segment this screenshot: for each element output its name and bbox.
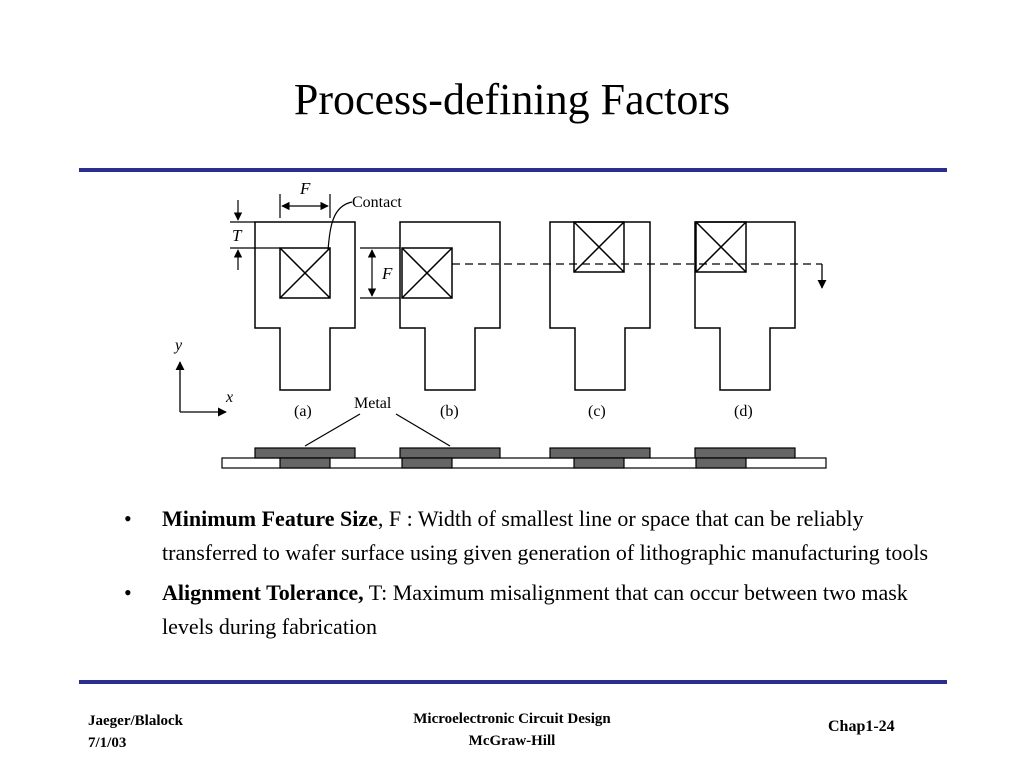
footer-publisher: McGraw-Hill [468, 733, 556, 749]
bullet-text: T: Maximum misalignment that can occur b… [162, 580, 908, 639]
axis-y-label: y [173, 337, 183, 354]
label-c: (c) [588, 403, 606, 420]
label-contact: Contact [352, 194, 402, 211]
cross-section [221, 447, 827, 469]
layout-a [254, 221, 356, 391]
label-t: T [232, 226, 243, 245]
layout-c [549, 221, 651, 391]
bullet-term: Minimum Feature Size [162, 506, 378, 531]
label-b: (b) [440, 403, 459, 420]
axis-x-label: x [225, 389, 233, 406]
layout-b [399, 221, 501, 391]
mask-alignment-figure: F Contact T F y x (a) (b) (c) (d) Metal [160, 178, 840, 478]
footer-author-date: Jaeger/Blalock 7/1/03 [88, 710, 183, 754]
figure-drawing: F Contact T F y x (a) (b) (c) (d) Metal [173, 179, 827, 469]
slide-title: Process-defining Factors [293, 75, 731, 124]
top-divider [79, 168, 947, 172]
layout-d [694, 221, 796, 391]
footer-book: Microelectronic Circuit Design McGraw-Hi… [362, 708, 662, 752]
label-metal: Metal [354, 395, 392, 412]
bullet-dot: • [124, 580, 132, 605]
footer-page-number: Chap1-24 [828, 718, 895, 735]
footer-date: 7/1/03 [88, 735, 127, 751]
bullet-term: Alignment Tolerance, [162, 580, 364, 605]
footer-book-title: Microelectronic Circuit Design [413, 711, 611, 727]
bullet-list: • Minimum Feature Size, F : Width of sma… [110, 502, 930, 650]
bottom-divider [79, 680, 947, 684]
bullet-text: , F : Width of smallest line or space th… [162, 506, 929, 565]
label-d: (d) [734, 403, 753, 420]
label-f-side: F [381, 264, 393, 283]
bullet-item: • Minimum Feature Size, F : Width of sma… [110, 502, 930, 570]
label-a: (a) [294, 403, 312, 420]
footer-authors: Jaeger/Blalock [88, 713, 183, 729]
label-f-top: F [299, 179, 311, 198]
bullet-item: • Alignment Tolerance, T: Maximum misali… [110, 576, 930, 644]
bullet-dot: • [124, 506, 132, 531]
